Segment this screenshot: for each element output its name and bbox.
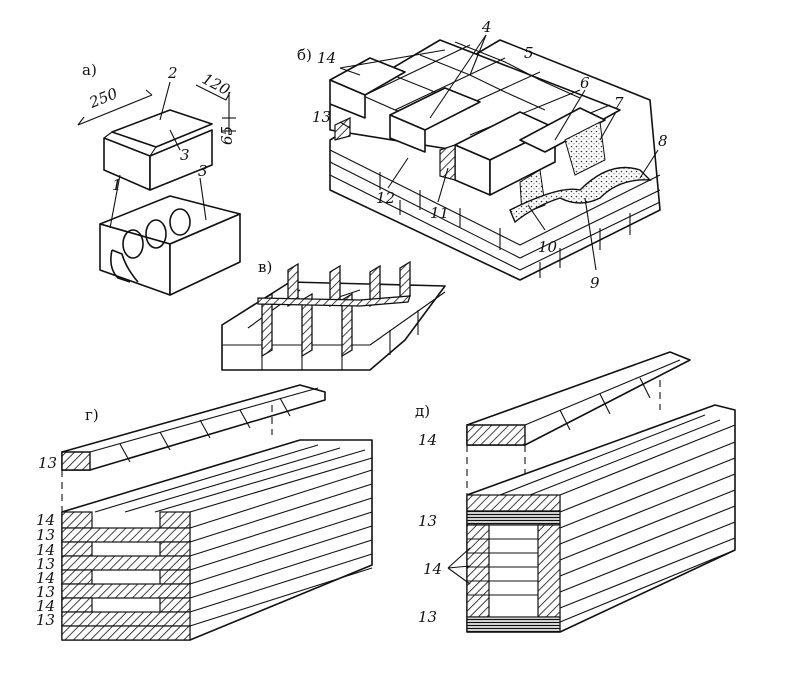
panel-g: г) <box>36 384 373 641</box>
dim-height: 65 <box>218 126 236 145</box>
leader-2 <box>159 81 171 121</box>
dim-length: 250 <box>86 84 121 112</box>
hatched-ends-g <box>61 511 191 641</box>
panel-v: в) <box>221 258 446 371</box>
panel-label-g: г) <box>85 406 99 424</box>
raised-bricks <box>329 57 606 215</box>
svg-text:14: 14 <box>36 597 55 615</box>
leader-d14-b <box>447 565 471 569</box>
mortar-bed <box>509 166 652 224</box>
front-face-d <box>466 494 561 633</box>
leader-1 <box>109 174 121 229</box>
label-d-mid14: 14 <box>423 560 442 578</box>
label-10: 10 <box>538 238 558 256</box>
solid-brick <box>103 109 213 191</box>
label-8: 8 <box>658 132 668 150</box>
label-13: 13 <box>312 108 331 126</box>
svg-text:13: 13 <box>36 526 55 544</box>
svg-text:13: 13 <box>36 611 55 629</box>
label-9: 9 <box>590 274 600 292</box>
label-d-top14: 14 <box>418 431 437 449</box>
label-6: 6 <box>580 74 590 92</box>
label-5: 5 <box>524 44 534 62</box>
dimension-lines <box>77 84 236 135</box>
panel-a: а) 250 120 65 <box>77 61 241 296</box>
label-14: 14 <box>317 49 336 67</box>
right-face-courses-d <box>559 441 736 623</box>
panel-label-d: д) <box>415 402 430 420</box>
label-d-mid13: 13 <box>418 512 437 530</box>
leader-d14-a <box>447 547 471 569</box>
leader-3-top <box>169 129 181 151</box>
svg-text:13: 13 <box>36 583 55 601</box>
label-7: 7 <box>614 94 624 112</box>
leader-3 <box>199 177 207 221</box>
panel-label-b: б) <box>297 46 312 64</box>
svg-text:14: 14 <box>36 569 55 587</box>
svg-text:13: 13 <box>36 555 55 573</box>
panel-d: д) <box>415 351 736 633</box>
label-12: 12 <box>376 189 395 207</box>
leaders-b <box>339 34 659 271</box>
label-2: 2 <box>167 64 178 82</box>
label-d-bot13: 13 <box>418 608 437 626</box>
label-11: 11 <box>430 204 449 222</box>
panel-label-v: в) <box>258 258 272 276</box>
label-1: 1 <box>112 176 122 194</box>
hollow-block <box>99 195 241 296</box>
svg-text:14: 14 <box>36 541 55 559</box>
label-3: 3 <box>198 162 208 180</box>
leader-d14-c <box>447 567 471 585</box>
label-g-top13: 13 <box>38 454 57 472</box>
panel-label-a: а) <box>82 61 97 79</box>
panel-b: б) <box>297 18 668 292</box>
label-3-top: 3 <box>180 146 190 164</box>
label-4: 4 <box>481 18 492 36</box>
course-labels-g: 14 13 14 13 14 13 14 13 <box>36 511 55 629</box>
svg-text:14: 14 <box>36 511 55 529</box>
